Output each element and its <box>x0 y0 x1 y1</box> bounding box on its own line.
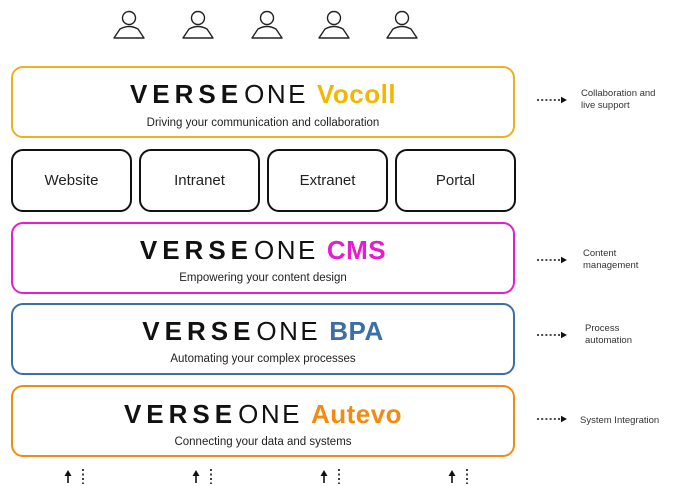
up-arrow-dotted-icon <box>192 469 212 484</box>
user-icon <box>182 10 214 39</box>
channel-label: Portal <box>435 172 476 189</box>
channel-website: Website <box>11 149 132 212</box>
user-icon <box>113 10 145 39</box>
dotted-arrow-right-icon <box>537 331 567 339</box>
product-name: BPA <box>329 316 384 346</box>
brand-one: ONE <box>254 235 318 265</box>
product-name: CMS <box>326 235 387 265</box>
brand-one: ONE <box>244 79 308 109</box>
layer-tagline: Driving your communication and collabora… <box>146 117 380 129</box>
note-process-automation: Process automation <box>585 323 633 346</box>
layer-cms: VERSEONE CMS Empowering your content desi… <box>11 222 515 294</box>
channel-portal: Portal <box>395 149 516 212</box>
channel-label: Intranet <box>174 172 225 189</box>
dotted-arrow-right-icon <box>537 415 567 423</box>
channel-intranet: Intranet <box>139 149 260 212</box>
brand-verse: VERSE <box>129 79 244 109</box>
product-name: Autevo <box>310 399 403 429</box>
dotted-arrow-right-icon <box>537 96 567 104</box>
up-arrow-dotted-icon <box>448 469 468 484</box>
up-arrow-dotted-icon <box>64 469 84 484</box>
layer-tagline: Empowering your content design <box>179 272 347 284</box>
layer-tagline: Connecting your data and systems <box>174 436 352 448</box>
brand-title: VERSEONE Vocoll <box>13 79 513 109</box>
channel-extranet: Extranet <box>267 149 388 212</box>
channel-label: Website <box>44 172 99 189</box>
channel-label: Extranet <box>299 172 356 189</box>
user-icon <box>318 10 350 39</box>
user-icon <box>386 10 418 39</box>
brand-verse: VERSE <box>142 316 256 346</box>
product-name: Vocoll <box>316 79 397 109</box>
brand-verse: VERSE <box>123 399 238 429</box>
note-content-management: Content management <box>583 248 639 271</box>
brand-title: VERSEONE BPA <box>13 316 513 346</box>
users-row <box>0 8 683 44</box>
layer-vocoll: VERSEONE Vocoll Driving your communicatio… <box>11 66 515 138</box>
up-arrow-dotted-icon <box>320 469 340 484</box>
brand-title: VERSEONE CMS <box>13 235 513 265</box>
brand-one: ONE <box>238 399 302 429</box>
layer-tagline: Automating your complex processes <box>170 353 356 365</box>
user-icon <box>251 10 283 39</box>
dotted-arrow-right-icon <box>537 256 567 264</box>
note-collaboration: Collaboration and live support <box>581 88 656 111</box>
brand-title: VERSEONE Autevo <box>13 399 513 429</box>
layer-autevo: VERSEONE Autevo Connecting your data and … <box>11 385 515 457</box>
brand-verse: VERSE <box>139 235 254 265</box>
note-system-integration: System Integration <box>580 415 660 426</box>
layer-bpa: VERSEONE BPA Automating your complex proc… <box>11 303 515 375</box>
brand-one: ONE <box>256 316 321 346</box>
